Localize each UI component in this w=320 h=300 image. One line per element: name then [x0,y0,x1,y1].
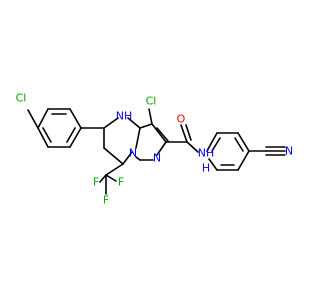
bond-c3-chlorine [148,108,153,125]
ring-nitrogen-label: N [153,152,161,165]
chlorine-atom-label: Cl [146,95,157,108]
bond-ring-chlorine [27,109,39,129]
carbonyl-oxygen-label: O [177,113,186,126]
chlorine-atom-label: Cl [16,92,27,105]
nitrile-nitrogen-label: N [285,145,293,158]
pyrimidine-ring [103,117,141,165]
fluorine-atom-label: F [118,176,124,189]
cyanophenyl-ring [206,132,250,171]
bridge-nitrogen-label: N [129,147,137,160]
pyrazole-ring [135,123,169,161]
molecule-canvas: Cl Cl NH N N O NH H N F F F [16,92,293,207]
chlorophenyl-ring [37,108,82,148]
ring-nh-label: NH [116,110,133,123]
trifluoromethyl-group [99,163,124,195]
amide-h-label: H [202,162,210,175]
fluorine-atom-label: F [103,194,109,207]
nitrile-triple-bond [265,146,286,156]
molecule-structure: Cl Cl NH N N O NH H N F F F [16,92,293,207]
amide-n-label: NH [198,147,215,160]
amide-group [165,124,199,153]
fluorine-atom-label: F [93,176,99,189]
